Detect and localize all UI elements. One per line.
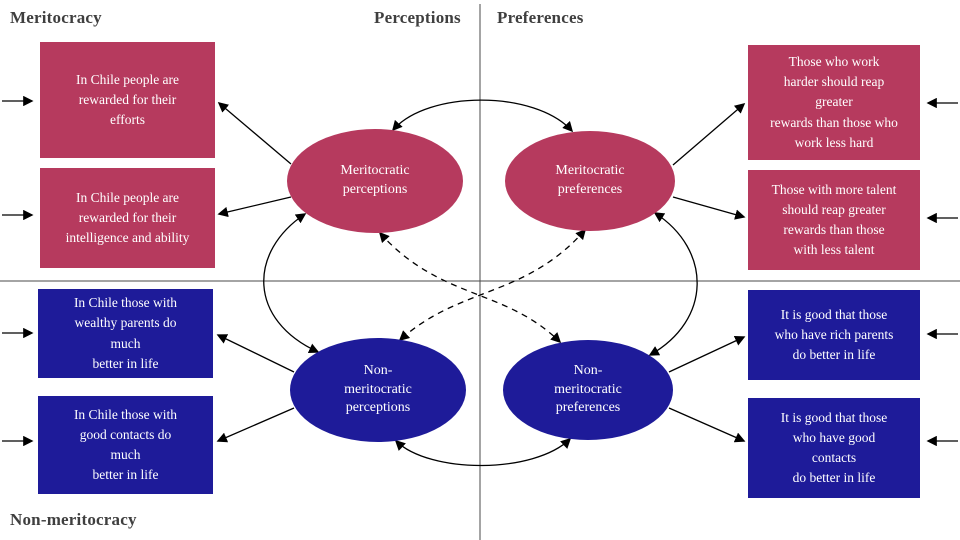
latent-label: Non- meritocratic perceptions — [344, 362, 412, 416]
label-preferences: Preferences — [497, 8, 584, 27]
indicator-box-7: It is good that those who have rich pare… — [748, 290, 920, 380]
arrow-cross-dashed-1 — [378, 231, 562, 344]
arrow-loading-5 — [216, 334, 295, 373]
arrow-loading-7 — [668, 336, 746, 373]
label-non-meritocracy: Non-meritocracy — [10, 510, 137, 529]
indicator-text: Those with more talent should reap great… — [771, 181, 897, 258]
indicator-box-5: Those who work harder should reap greate… — [748, 45, 920, 160]
label-meritocracy: Meritocracy — [10, 8, 102, 27]
indicator-box-6: Those with more talent should reap great… — [748, 170, 920, 270]
arrow-loading-6 — [216, 407, 295, 443]
latent-label: Meritocratic perceptions — [340, 163, 410, 197]
latent-non-meritocratic-preferences: Non- meritocratic preferences — [503, 340, 673, 440]
indicator-text: It is good that those who have good cont… — [780, 409, 888, 486]
arrow-loading-1 — [217, 101, 292, 165]
latent-label: Meritocratic preferences — [555, 163, 625, 197]
indicator-box-2: In Chile people are rewarded for their i… — [40, 168, 215, 268]
arrow-cov-top — [391, 99, 574, 133]
latent-meritocratic-perceptions: Meritocratic perceptions — [287, 129, 463, 233]
indicator-text: Those who work harder should reap greate… — [770, 53, 898, 150]
indicator-text: It is good that those who have rich pare… — [774, 306, 894, 363]
indicator-text: In Chile people are rewarded for their i… — [65, 189, 190, 246]
indicator-text: In Chile those with wealthy parents do m… — [73, 295, 178, 371]
indicator-box-4: In Chile those with good contacts do muc… — [38, 396, 213, 494]
arrow-cov-left — [263, 213, 320, 354]
arrow-loading-2 — [217, 196, 292, 218]
latent-meritocratic-preferences: Meritocratic preferences — [505, 131, 675, 231]
arrow-loading-8 — [668, 407, 746, 443]
label-perceptions: Perceptions — [374, 8, 461, 27]
latent-non-meritocratic-perceptions: Non- meritocratic perceptions — [290, 338, 466, 442]
arrow-cross-dashed-2 — [398, 228, 587, 342]
arrow-loading-3 — [672, 102, 746, 166]
arrow-loading-4 — [672, 196, 746, 220]
indicator-box-1: In Chile people are rewarded for their e… — [40, 42, 215, 158]
arrow-cov-right — [648, 212, 698, 356]
latent-label: Non- meritocratic preferences — [554, 362, 622, 416]
indicator-box-8: It is good that those who have good cont… — [748, 398, 920, 498]
arrow-cov-bottom — [394, 437, 572, 467]
indicator-box-3: In Chile those with wealthy parents do m… — [38, 289, 213, 378]
indicator-text: In Chile those with good contacts do muc… — [73, 406, 178, 483]
indicator-text: In Chile people are rewarded for their e… — [75, 71, 180, 128]
